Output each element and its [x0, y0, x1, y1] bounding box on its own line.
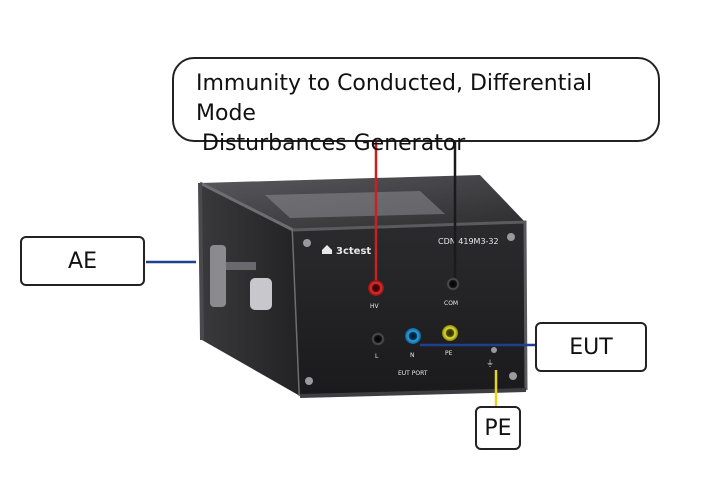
brand-logo-icon	[322, 245, 332, 254]
com-jack	[446, 277, 460, 291]
top-panel	[265, 191, 445, 218]
n-label: N	[410, 352, 415, 359]
ground-terminal	[491, 347, 497, 353]
handle-grip	[250, 278, 272, 310]
hv-label: HV	[370, 303, 380, 310]
ground-icon: ⏚	[486, 359, 494, 368]
pe-callout: PE	[475, 406, 521, 450]
ae-callout: AE	[20, 236, 145, 286]
screw-icon	[509, 372, 517, 380]
eut-callout: EUT	[535, 322, 647, 372]
screw-icon	[305, 377, 313, 385]
com-label: COM	[444, 300, 458, 307]
generator-callout: Immunity to Conducted, Differential Mode…	[172, 57, 660, 156]
screw-icon	[303, 239, 311, 247]
brand-name: 3ctest	[336, 246, 371, 257]
pe-jack	[442, 325, 458, 341]
n-jack	[405, 328, 421, 344]
eut-port-label: EUT PORT	[398, 370, 428, 377]
brand-logo: 3ctest	[322, 245, 371, 257]
l-label: L	[375, 353, 379, 360]
model-number: CDN 419M3-32	[438, 237, 499, 246]
pe-port-label: PE	[445, 350, 453, 357]
generator-title-line1: Immunity to Conducted, Differential Mode	[196, 71, 593, 126]
hv-jack	[368, 280, 384, 296]
screw-icon	[507, 233, 515, 241]
side-handle	[210, 245, 226, 307]
device-front-face	[293, 222, 526, 396]
eut-label: EUT	[569, 334, 613, 360]
generator-title-line2: Disturbances Generator	[202, 131, 466, 156]
ae-label: AE	[68, 248, 97, 274]
pe-label: PE	[484, 415, 512, 441]
l-jack	[371, 332, 385, 346]
